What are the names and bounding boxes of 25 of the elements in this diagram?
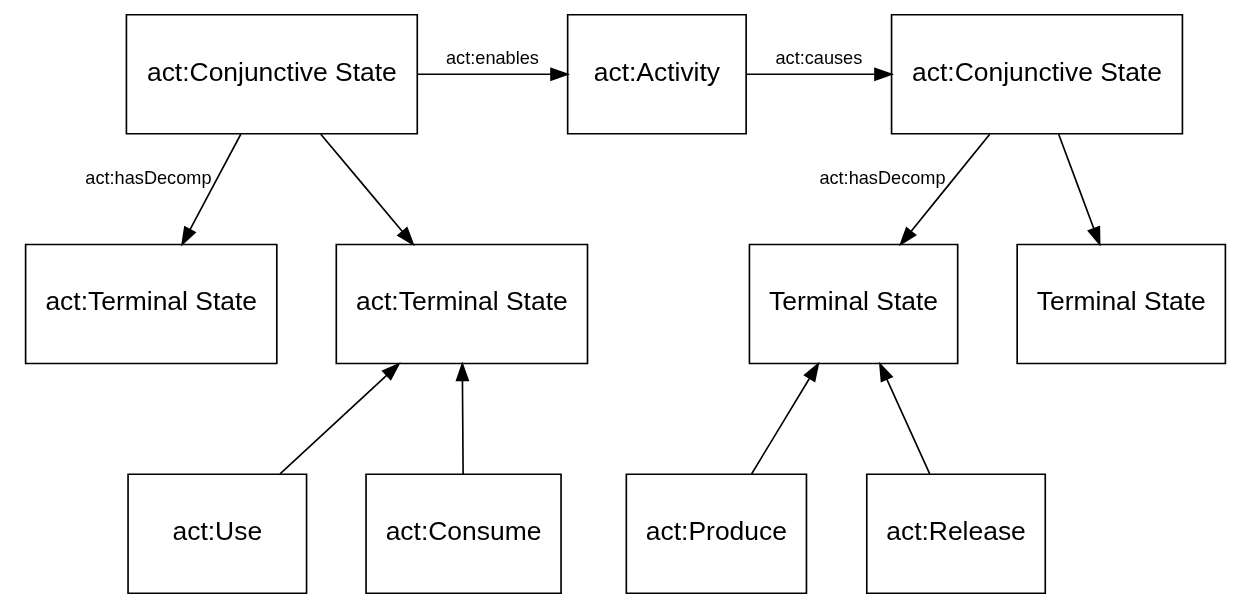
edge-label: act:enables — [445, 48, 539, 69]
arrow — [878, 361, 931, 475]
node-box: act:Activity — [566, 13, 747, 135]
node-box: act:Conjunctive State — [125, 13, 418, 135]
node-box: act:Use — [126, 473, 307, 595]
node-box: act:Terminal State — [334, 243, 588, 365]
arrow — [745, 67, 894, 82]
arrow — [455, 361, 469, 475]
node-box: Terminal State — [748, 243, 958, 365]
node-box: Terminal State — [1015, 243, 1226, 365]
node-box: act:Terminal State — [24, 243, 278, 365]
arrow — [898, 133, 991, 247]
node-box: act:Conjunctive State — [890, 13, 1183, 135]
edge-label: act:causes — [774, 48, 862, 69]
arrow — [1057, 133, 1100, 247]
node-box: act:Release — [865, 473, 1046, 595]
arrow — [319, 133, 415, 247]
arrow — [416, 67, 570, 82]
arrow — [750, 361, 820, 475]
edge-label: act:hasDecomp — [818, 167, 946, 188]
edge-label: act:hasDecomp — [84, 168, 212, 189]
node-box: act:Consume — [364, 473, 562, 595]
node-box: act:Produce — [625, 473, 807, 595]
arrow — [278, 362, 401, 475]
arrow — [180, 133, 242, 247]
